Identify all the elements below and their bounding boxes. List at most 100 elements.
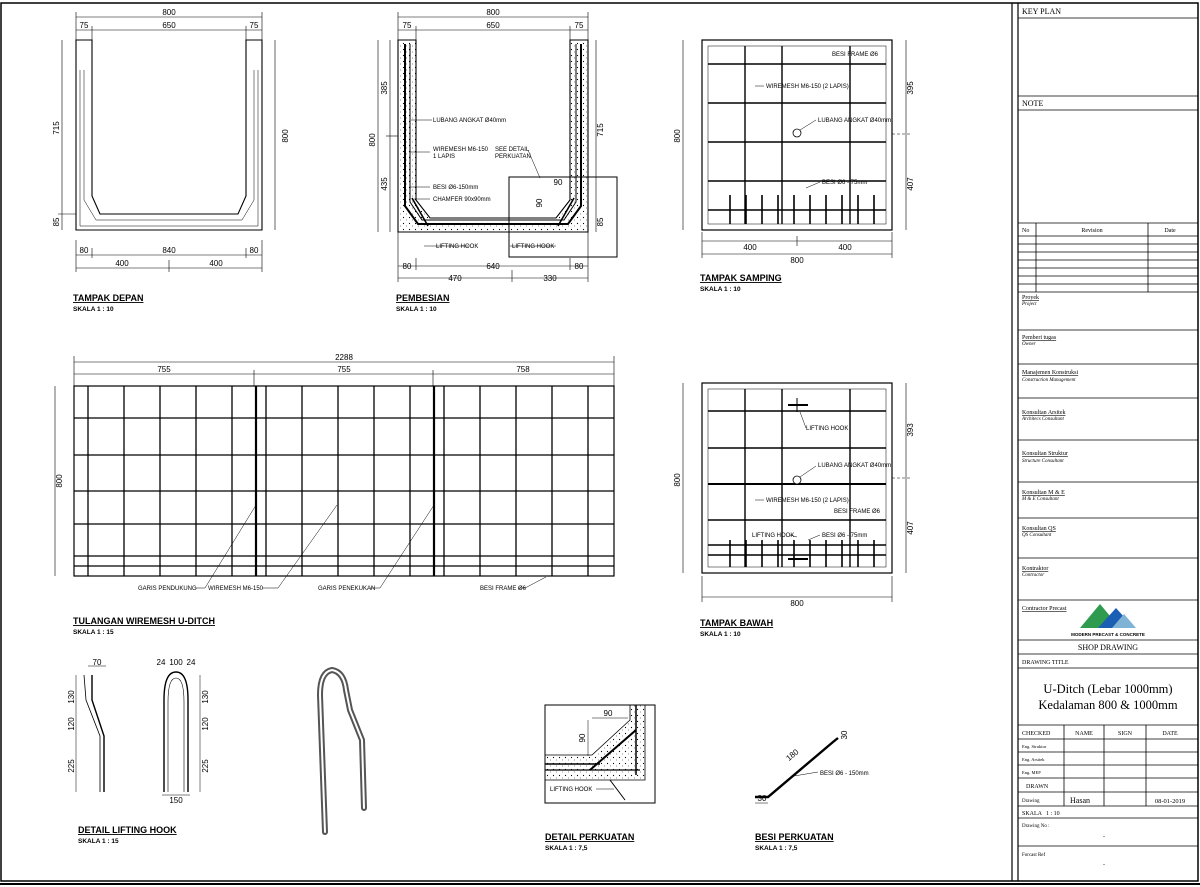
lifting-hook-3d [316, 666, 367, 835]
view-scale: SKALA 1 : 10 [396, 306, 437, 313]
drawn-date: 08-01-2019 [1155, 798, 1185, 805]
label-lifting-hook: LIFTING HOOK [806, 426, 848, 432]
tulangan-wiremesh-view: 2288 755 755 758 [54, 353, 615, 636]
role-construction-management-sub: Construction Management [1022, 378, 1076, 383]
role-owner-sub: Owner [1022, 342, 1036, 347]
dim-85: 85 [52, 217, 61, 226]
skala-label: SKALA [1022, 811, 1043, 817]
dim-840: 840 [162, 246, 176, 255]
eng-arsitek: Eng. Arsitek [1022, 757, 1045, 762]
dim-407: 407 [906, 521, 915, 535]
tampak-samping-view: LUBANG ANGKAT Ø40mm WIREMESH M6-150 (2 L… [673, 39, 915, 293]
forcast-ref-label: Forcast Ref [1022, 853, 1046, 858]
label-wiremesh-2lapis: WIREMESH M6-150 (2 LAPIS) [766, 84, 849, 90]
drawing-title-label: DRAWING TITLE [1022, 660, 1069, 666]
dim-2288: 2288 [335, 353, 353, 362]
dim-180: 180 [784, 747, 800, 763]
dim-755: 755 [337, 365, 351, 374]
role-qs: Konsultan QS [1022, 526, 1056, 532]
label-lifting-hook: LIFTING HOOK [512, 244, 554, 250]
dim-24: 24 [157, 658, 166, 667]
dim-80: 80 [575, 262, 584, 271]
label-besi-frame: BESI FRAME Ø6 [480, 586, 527, 592]
dim-150: 150 [169, 796, 183, 805]
label-wiremesh-2lapis: WIREMESH M6-150 (2 LAPIS) [766, 498, 849, 504]
dim-400: 400 [838, 243, 852, 252]
drawing-no-label: Drawing No : [1022, 824, 1050, 829]
view-scale: SKALA 1 : 15 [73, 629, 114, 636]
label-besi-75: BESI Ø6 - 75mm [822, 180, 867, 186]
dim-80: 80 [80, 246, 89, 255]
dim-395: 395 [906, 81, 915, 95]
role-structure-sub: Structure Consultant [1022, 459, 1064, 464]
view-scale: SKALA 1 : 10 [700, 631, 741, 638]
role-contractor-sub: Contractor [1022, 573, 1044, 578]
contractor-precast-label: Contractor Precast [1022, 606, 1067, 612]
dim-800: 800 [790, 256, 804, 265]
role-me-sub: M & E Consultant [1021, 497, 1059, 502]
dim-470: 470 [448, 274, 462, 283]
dim-393: 393 [906, 423, 915, 437]
tampak-bawah-view: LIFTING HOOK LUBANG ANGKAT Ø40mm WIREMES… [673, 382, 915, 638]
dim-30: 30 [758, 794, 767, 803]
view-title: TAMPAK SAMPING [700, 273, 782, 283]
view-title: TAMPAK DEPAN [73, 293, 144, 303]
dim-100: 100 [169, 658, 183, 667]
dim-30: 30 [840, 730, 849, 739]
dim-800: 800 [55, 474, 64, 488]
dim-650: 650 [486, 21, 500, 30]
dim-130: 130 [67, 690, 76, 704]
dim-90: 90 [554, 178, 563, 187]
dim-120: 120 [201, 717, 210, 731]
view-scale: SKALA 1 : 15 [78, 838, 119, 845]
label-lifting-hook: LIFTING HOOK [436, 244, 478, 250]
company-logo [1080, 604, 1136, 628]
label-lubang-angkat: LUBANG ANGKAT Ø40mm [818, 118, 891, 124]
label-garis-pendukung: GARIS PENDUKUNG [138, 586, 197, 592]
dim-407: 407 [906, 177, 915, 191]
eng-struktur: Eng. Struktur [1022, 744, 1047, 749]
label-besi-75: BESI Ø6 - 75mm [822, 533, 867, 539]
sign-header-date: DATE [1162, 731, 1178, 737]
label-besi-frame: BESI FRAME Ø6 [834, 509, 881, 515]
sign-header-sign: SIGN [1118, 731, 1133, 737]
dim-640: 640 [486, 262, 500, 271]
tampak-depan-view: 800 75 650 75 715 85 800 80 840 80 400 4… [52, 8, 290, 313]
drawing-title-line1: U-Ditch (Lebar 1000mm) [1043, 682, 1172, 696]
eng-mep: Eng. MEP [1022, 770, 1041, 775]
view-scale: SKALA 1 : 7,5 [755, 845, 798, 852]
dim-90: 90 [578, 733, 587, 742]
view-title: TAMPAK BAWAH [700, 618, 773, 628]
sign-header-name: NAME [1075, 731, 1093, 737]
dim-800: 800 [486, 8, 500, 17]
dim-800: 800 [162, 8, 176, 17]
key-plan-label: KEY PLAN [1022, 7, 1061, 16]
label-lifting-hook: LIFTING HOOK [550, 787, 592, 793]
sign-header-checked: CHECKED [1022, 731, 1051, 737]
label-wiremesh-1lapis-b: 1 LAPIS [433, 154, 455, 160]
detail-perkuatan-view: 90 90 LIFTING HOOK DETAIL PERKUATAN SKAL… [544, 704, 656, 852]
dim-800: 800 [673, 129, 682, 143]
drawing-title-line2: Kedalaman 800 & 1000mm [1038, 698, 1177, 712]
revision-header-date: Date [1164, 228, 1176, 234]
role-construction-management: Manajemen Konstruksi [1022, 370, 1078, 376]
view-scale: SKALA 1 : 10 [700, 286, 741, 293]
role-architect-sub: Architecs Consultant [1021, 417, 1065, 422]
role-project-sub: Project [1021, 302, 1037, 307]
dim-715: 715 [52, 121, 61, 135]
role-qs-sub: QS Consultant [1022, 533, 1052, 538]
shop-drawing-label: SHOP DRAWING [1078, 643, 1138, 652]
dim-800: 800 [368, 133, 377, 147]
view-title: TULANGAN WIREMESH U-DITCH [73, 616, 215, 626]
pembesian-view: 800 75 650 75 385 435 800 715 85 LUBANG … [368, 8, 618, 313]
revision-header-revision: Revision [1081, 228, 1102, 234]
role-architect: Konsultan Arsitek [1022, 410, 1066, 416]
label-wiremesh-1lapis: WIREMESH M6-150 [433, 147, 489, 153]
drawing-row-label: Drawing [1022, 799, 1040, 804]
dim-24: 24 [187, 658, 196, 667]
dim-400: 400 [209, 259, 223, 268]
dim-130: 130 [201, 690, 210, 704]
note-label: NOTE [1022, 99, 1043, 108]
drawn-label: DRAWN [1026, 784, 1049, 790]
